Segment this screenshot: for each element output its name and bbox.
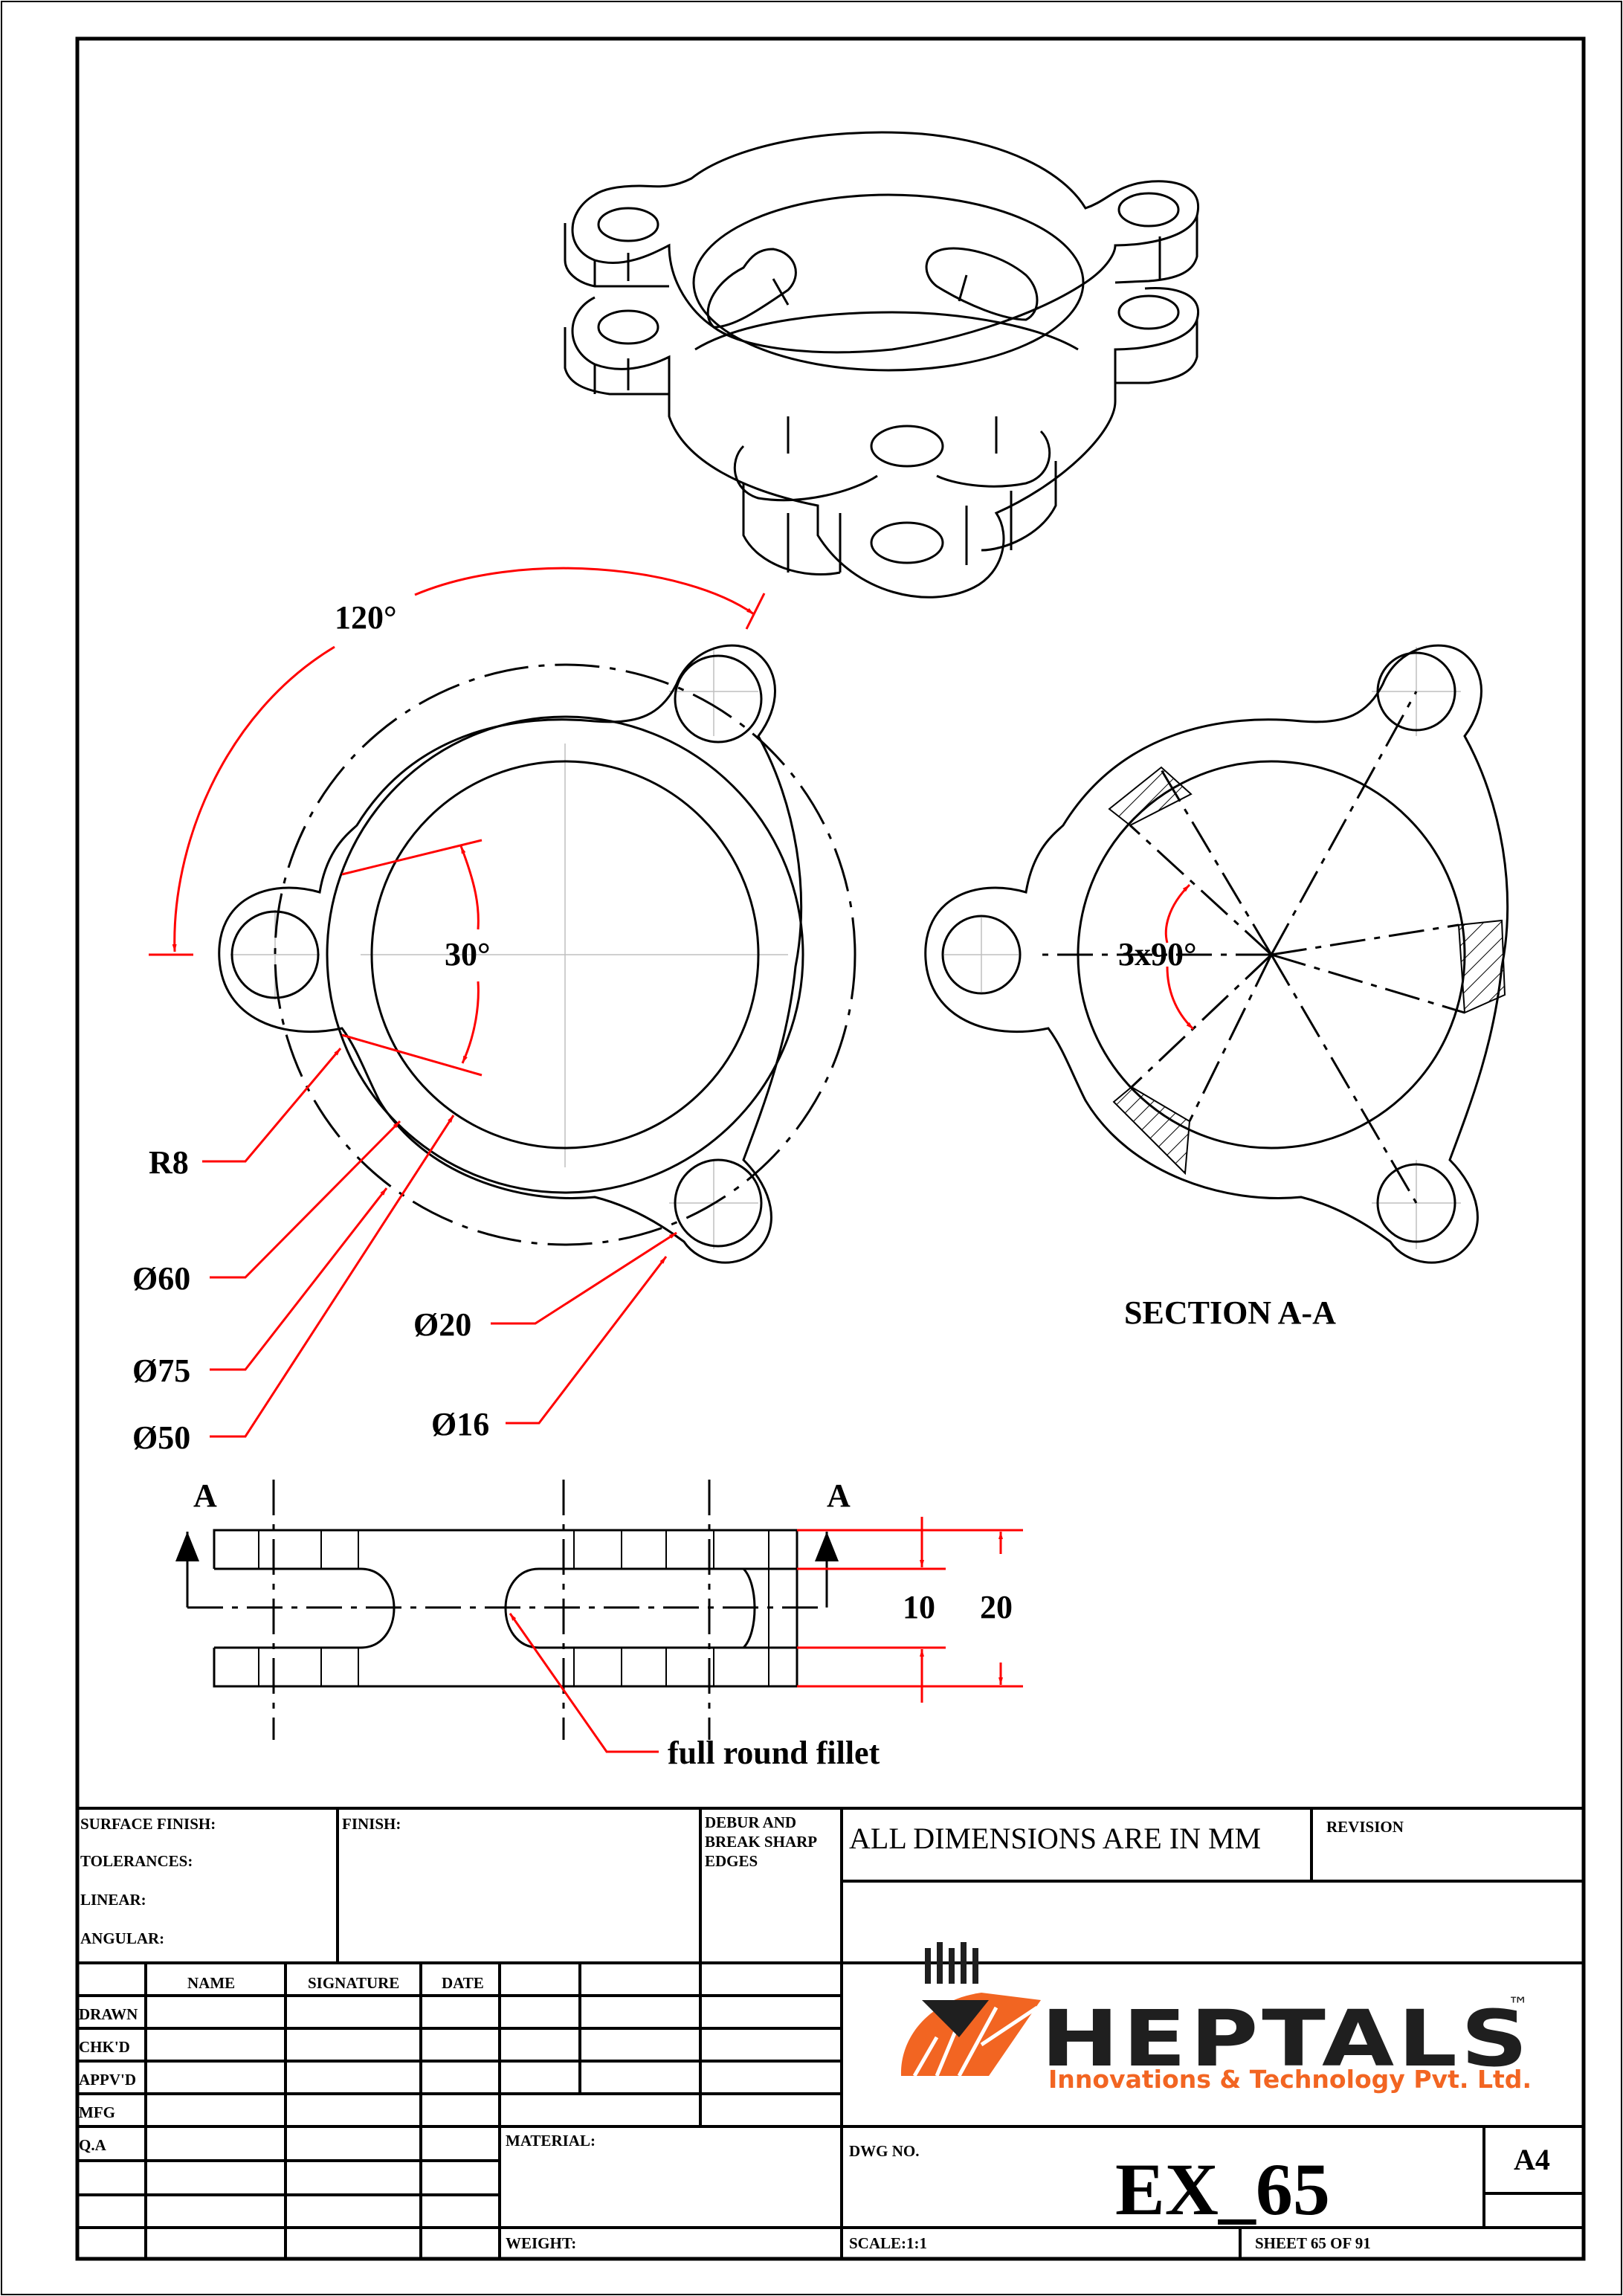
section-view: 3x90° SECTION A-A: [924, 644, 1509, 1331]
row-approved: APPV'D: [79, 2071, 136, 2089]
section-outline: [924, 644, 1509, 1264]
bolt-hole: [674, 654, 763, 744]
title-block-labels: SURFACE FINISH: TOLERANCES: LINEAR: ANGU…: [79, 1813, 1550, 2252]
dwg-no-label: DWG NO.: [849, 2142, 920, 2160]
flange-outline: [218, 644, 803, 1264]
fillet-note: full round fillet: [668, 1735, 880, 1771]
bolt-circle: [274, 663, 856, 1246]
hatch-region: [1457, 919, 1506, 1014]
date-column-header: DATE: [442, 1974, 484, 1992]
weight-label: WEIGHT:: [506, 2234, 576, 2252]
debur-label-2: BREAK SHARP: [705, 1833, 817, 1851]
section-hole: [941, 915, 1022, 995]
front-view: [218, 644, 856, 1264]
name-column-header: NAME: [187, 1974, 235, 1992]
title-block: [77, 1807, 1584, 2259]
inner-border: [75, 36, 1586, 2261]
angular-label: ANGULAR:: [80, 1929, 164, 1947]
flange-ring-circle: [326, 715, 804, 1194]
hatch-region: [1108, 766, 1193, 827]
angle-30-label: 30°: [445, 936, 491, 973]
height-20-label: 20: [980, 1589, 1013, 1625]
d60-label: Ø60: [132, 1260, 190, 1297]
scale-label: SCALE:1:1: [849, 2234, 927, 2252]
front-view-dimension-labels: 120° 30° R8 Ø60 Ø75 Ø50 Ø20 Ø16: [132, 599, 491, 1456]
section-hole: [1376, 651, 1456, 732]
d16-label: Ø16: [431, 1406, 489, 1442]
finish-label: FINISH:: [342, 1815, 401, 1833]
bore-circle: [370, 760, 760, 1149]
logo-emblem: [900, 1942, 1041, 2077]
section-title: SECTION A-A: [1124, 1294, 1336, 1331]
d75-label: Ø75: [132, 1352, 190, 1389]
revision-label: REVISION: [1326, 1818, 1404, 1836]
company-logo: HEPTALS ™ Innovations & Technology Pvt. …: [900, 1942, 1532, 2094]
isometric-view: [564, 131, 1200, 599]
front-view-dimensions: [149, 567, 766, 1438]
tolerances-label: TOLERANCES:: [80, 1852, 193, 1870]
debur-label-3: EDGES: [705, 1852, 758, 1870]
debur-label-1: DEBUR AND: [705, 1813, 796, 1831]
row-qa: Q.A: [79, 2136, 107, 2154]
section-hole: [1376, 1163, 1456, 1243]
side-view: A A 10 20 full round fillet: [175, 1477, 1023, 1771]
dwg-number: EX_65: [1115, 2148, 1330, 2231]
linear-label: LINEAR:: [80, 1891, 146, 1909]
height-10-label: 10: [903, 1589, 935, 1625]
sheet-label: SHEET 65 OF 91: [1255, 2234, 1371, 2252]
units-note: ALL DIMENSIONS ARE IN MM: [849, 1822, 1261, 1855]
angle-120-label: 120°: [335, 599, 397, 636]
angle-3x90-label: 3x90°: [1118, 936, 1197, 973]
row-mfg: MFG: [79, 2103, 115, 2121]
logo-trademark: ™: [1508, 1993, 1529, 2017]
section-marker-left: A: [193, 1477, 217, 1514]
material-label: MATERIAL:: [506, 2132, 596, 2150]
hatch-region: [1112, 1086, 1191, 1176]
logo-subtitle: Innovations & Technology Pvt. Ltd.: [1048, 2065, 1532, 2094]
logo-name: HEPTALS: [1041, 1993, 1532, 2084]
r8-label: R8: [149, 1144, 189, 1181]
bolt-hole: [230, 910, 320, 999]
row-checked: CHK'D: [79, 2038, 130, 2056]
section-marker-right: A: [827, 1477, 851, 1514]
d20-label: Ø20: [413, 1306, 471, 1343]
surface-finish-label: SURFACE FINISH:: [80, 1815, 216, 1833]
row-drawn: DRAWN: [79, 2005, 138, 2023]
bolt-hole: [674, 1158, 763, 1248]
d50-label: Ø50: [132, 1419, 190, 1456]
sheet-size: A4: [1514, 2143, 1550, 2176]
signature-column-header: SIGNATURE: [308, 1974, 399, 1992]
